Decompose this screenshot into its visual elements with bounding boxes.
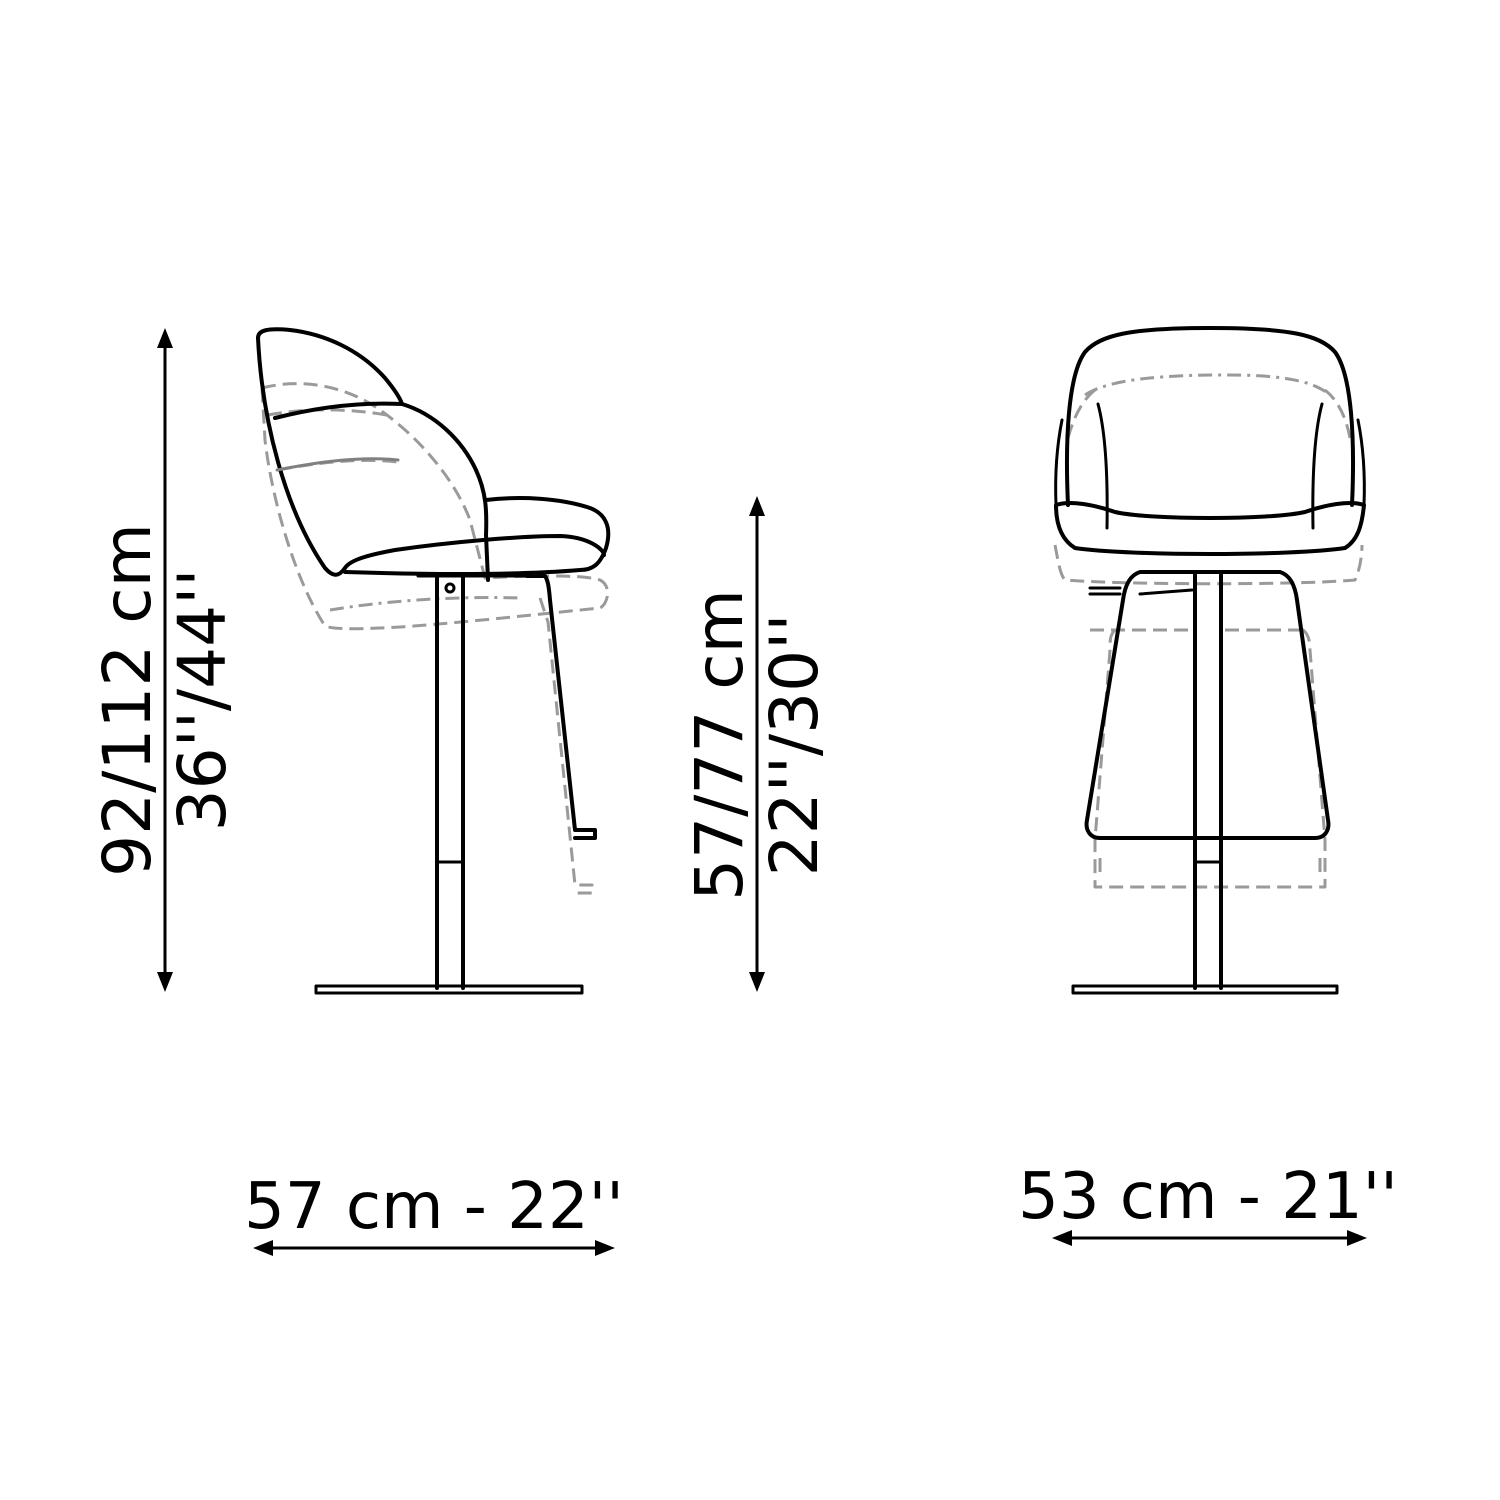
dimension-arrow-seat-height xyxy=(749,496,765,992)
dimension-arrow-total-height xyxy=(157,328,173,992)
side-view-lowered-outline xyxy=(260,382,609,895)
label-total-height-in: 36''/44'' xyxy=(164,569,241,832)
front-view xyxy=(1053,326,1366,995)
dimension-arrow-front-width xyxy=(1052,1230,1367,1246)
label-front-width: 53 cm - 21'' xyxy=(1018,1160,1398,1234)
front-view-lowered-outline xyxy=(1053,373,1364,889)
label-total-height-cm: 92/112 cm xyxy=(89,523,166,877)
side-view xyxy=(256,327,611,995)
label-seat-height-in: 22''/30'' xyxy=(756,614,833,877)
dimension-arrow-side-width xyxy=(253,1240,615,1256)
label-side-width: 57 cm - 22'' xyxy=(244,1170,624,1244)
front-view-chair-outline xyxy=(1054,326,1366,995)
label-seat-height-cm: 57/77 cm xyxy=(681,589,758,901)
side-view-chair-outline xyxy=(256,327,611,995)
